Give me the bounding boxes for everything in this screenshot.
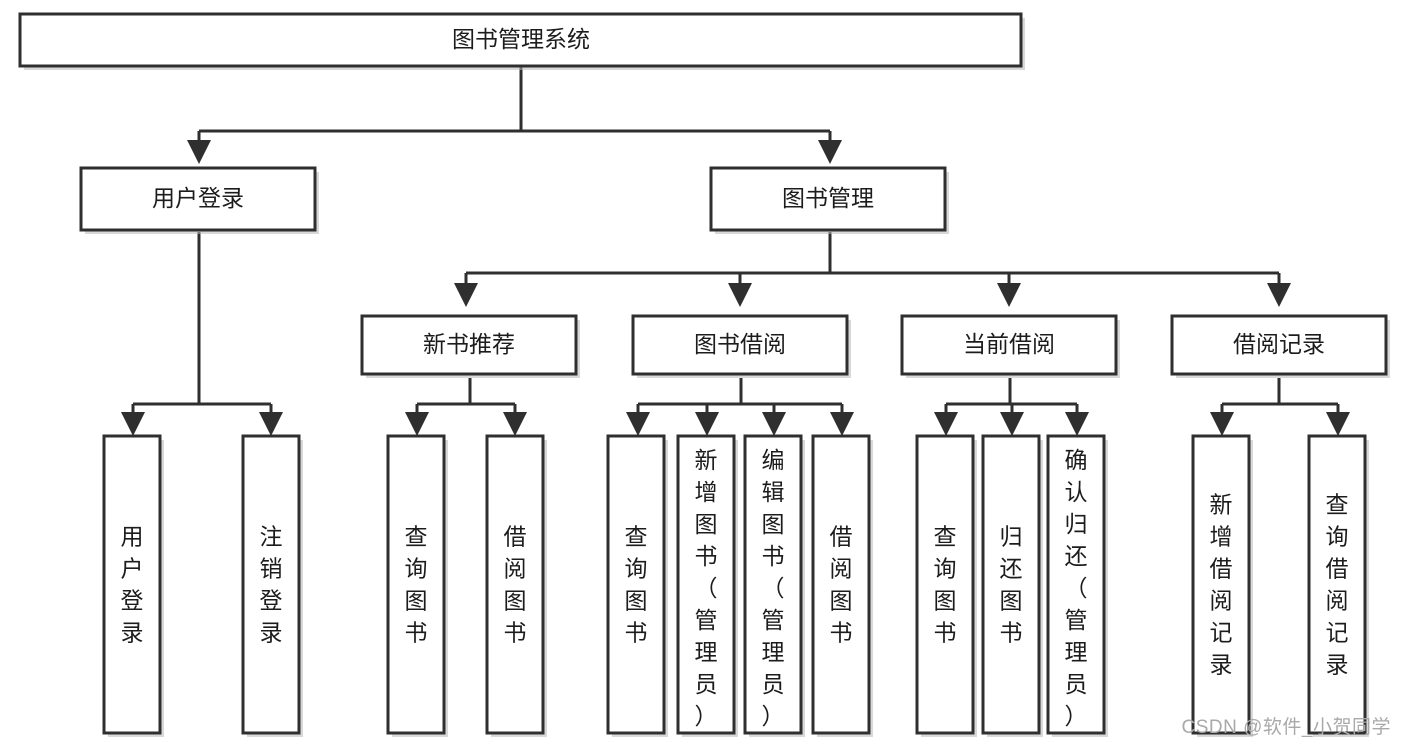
- node-user-login-box[interactable]: [79, 166, 317, 232]
- node-root[interactable]: 图书管理系统: [18, 12, 1025, 70]
- node-leaf-add-book-box[interactable]: [676, 434, 736, 735]
- node-leaf-add-book[interactable]: 新增图书（管理员）: [676, 434, 738, 737]
- node-leaf-query-book-2[interactable]: 查询图书: [606, 434, 668, 737]
- node-leaf-query-book-2-box[interactable]: [606, 434, 666, 735]
- node-book-manage[interactable]: 图书管理: [709, 166, 949, 234]
- node-leaf-user-login-label: 用户登录: [121, 524, 144, 646]
- node-leaf-borrow-book-1-label: 借阅图书: [504, 524, 527, 646]
- node-leaf-borrow-book-1-box[interactable]: [485, 434, 545, 735]
- node-leaf-query-book-1-box[interactable]: [386, 434, 446, 735]
- node-leaf-query-book-2-label: 查询图书: [625, 524, 648, 646]
- node-leaf-user-login[interactable]: 用户登录: [102, 434, 164, 737]
- node-leaf-return-book-box[interactable]: [981, 434, 1041, 735]
- node-leaf-logout-label: 注销登录: [260, 524, 283, 646]
- node-leaf-edit-book-box[interactable]: [743, 434, 803, 735]
- node-leaf-query-record-label: 查询借阅记录: [1326, 492, 1349, 678]
- node-leaf-query-book-3-box[interactable]: [915, 434, 975, 735]
- node-root-box[interactable]: [18, 12, 1023, 68]
- node-leaf-edit-book[interactable]: 编辑图书（管理员）: [743, 434, 805, 737]
- node-leaf-add-book-label: 新增图书（管理员）: [695, 447, 718, 729]
- node-user-login-label: 用户登录: [152, 185, 244, 211]
- node-book-manage-box[interactable]: [709, 166, 947, 232]
- node-leaf-logout-box[interactable]: [241, 434, 301, 735]
- node-borrow-record-box[interactable]: [1170, 314, 1388, 376]
- node-leaf-return-book[interactable]: 归还图书: [981, 434, 1043, 737]
- node-current-borrow[interactable]: 当前借阅: [900, 314, 1120, 378]
- node-user-login[interactable]: 用户登录: [79, 166, 319, 234]
- node-leaf-borrow-book-2-box[interactable]: [811, 434, 871, 735]
- node-borrow-record[interactable]: 借阅记录: [1170, 314, 1390, 378]
- node-leaf-query-record[interactable]: 查询借阅记录: [1307, 434, 1369, 737]
- node-book-borrow-box[interactable]: [631, 314, 849, 376]
- node-book-borrow[interactable]: 图书借阅: [631, 314, 851, 378]
- node-leaf-logout[interactable]: 注销登录: [241, 434, 303, 737]
- node-borrow-record-label: 借阅记录: [1233, 331, 1325, 357]
- node-leaf-add-record-box[interactable]: [1191, 434, 1251, 735]
- node-leaf-return-book-label: 归还图书: [1000, 524, 1023, 646]
- node-leaf-query-book-1[interactable]: 查询图书: [386, 434, 448, 737]
- node-leaf-confirm-return-box[interactable]: [1046, 434, 1106, 735]
- node-new-book-rec-label: 新书推荐: [423, 331, 515, 357]
- node-new-book-rec-box[interactable]: [360, 314, 578, 376]
- node-leaf-borrow-book-2-label: 借阅图书: [830, 524, 853, 646]
- node-leaf-query-book-3[interactable]: 查询图书: [915, 434, 977, 737]
- node-leaf-add-record-label: 新增借阅记录: [1210, 492, 1233, 678]
- node-leaf-add-record[interactable]: 新增借阅记录: [1191, 434, 1253, 737]
- node-root-label: 图书管理系统: [452, 26, 590, 52]
- node-leaf-user-login-box[interactable]: [102, 434, 162, 735]
- node-leaf-confirm-return-label: 确认归还（管理员）: [1065, 447, 1088, 729]
- node-leaf-edit-book-label: 编辑图书（管理员）: [762, 447, 785, 729]
- node-new-book-rec[interactable]: 新书推荐: [360, 314, 580, 378]
- csdn-watermark: CSDN @软件_小贺同学: [1181, 717, 1391, 738]
- node-book-borrow-label: 图书借阅: [694, 331, 786, 357]
- node-current-borrow-label: 当前借阅: [963, 331, 1055, 357]
- node-leaf-borrow-book-1[interactable]: 借阅图书: [485, 434, 547, 737]
- node-current-borrow-box[interactable]: [900, 314, 1118, 376]
- node-leaf-query-record-box[interactable]: [1307, 434, 1367, 735]
- node-leaf-query-book-1-label: 查询图书: [405, 524, 428, 646]
- connectors: [121, 66, 1350, 436]
- node-leaf-confirm-return[interactable]: 确认归还（管理员）: [1046, 434, 1108, 737]
- node-leaf-query-book-3-label: 查询图书: [934, 524, 957, 646]
- node-leaf-borrow-book-2[interactable]: 借阅图书: [811, 434, 873, 737]
- node-book-manage-label: 图书管理: [782, 185, 874, 211]
